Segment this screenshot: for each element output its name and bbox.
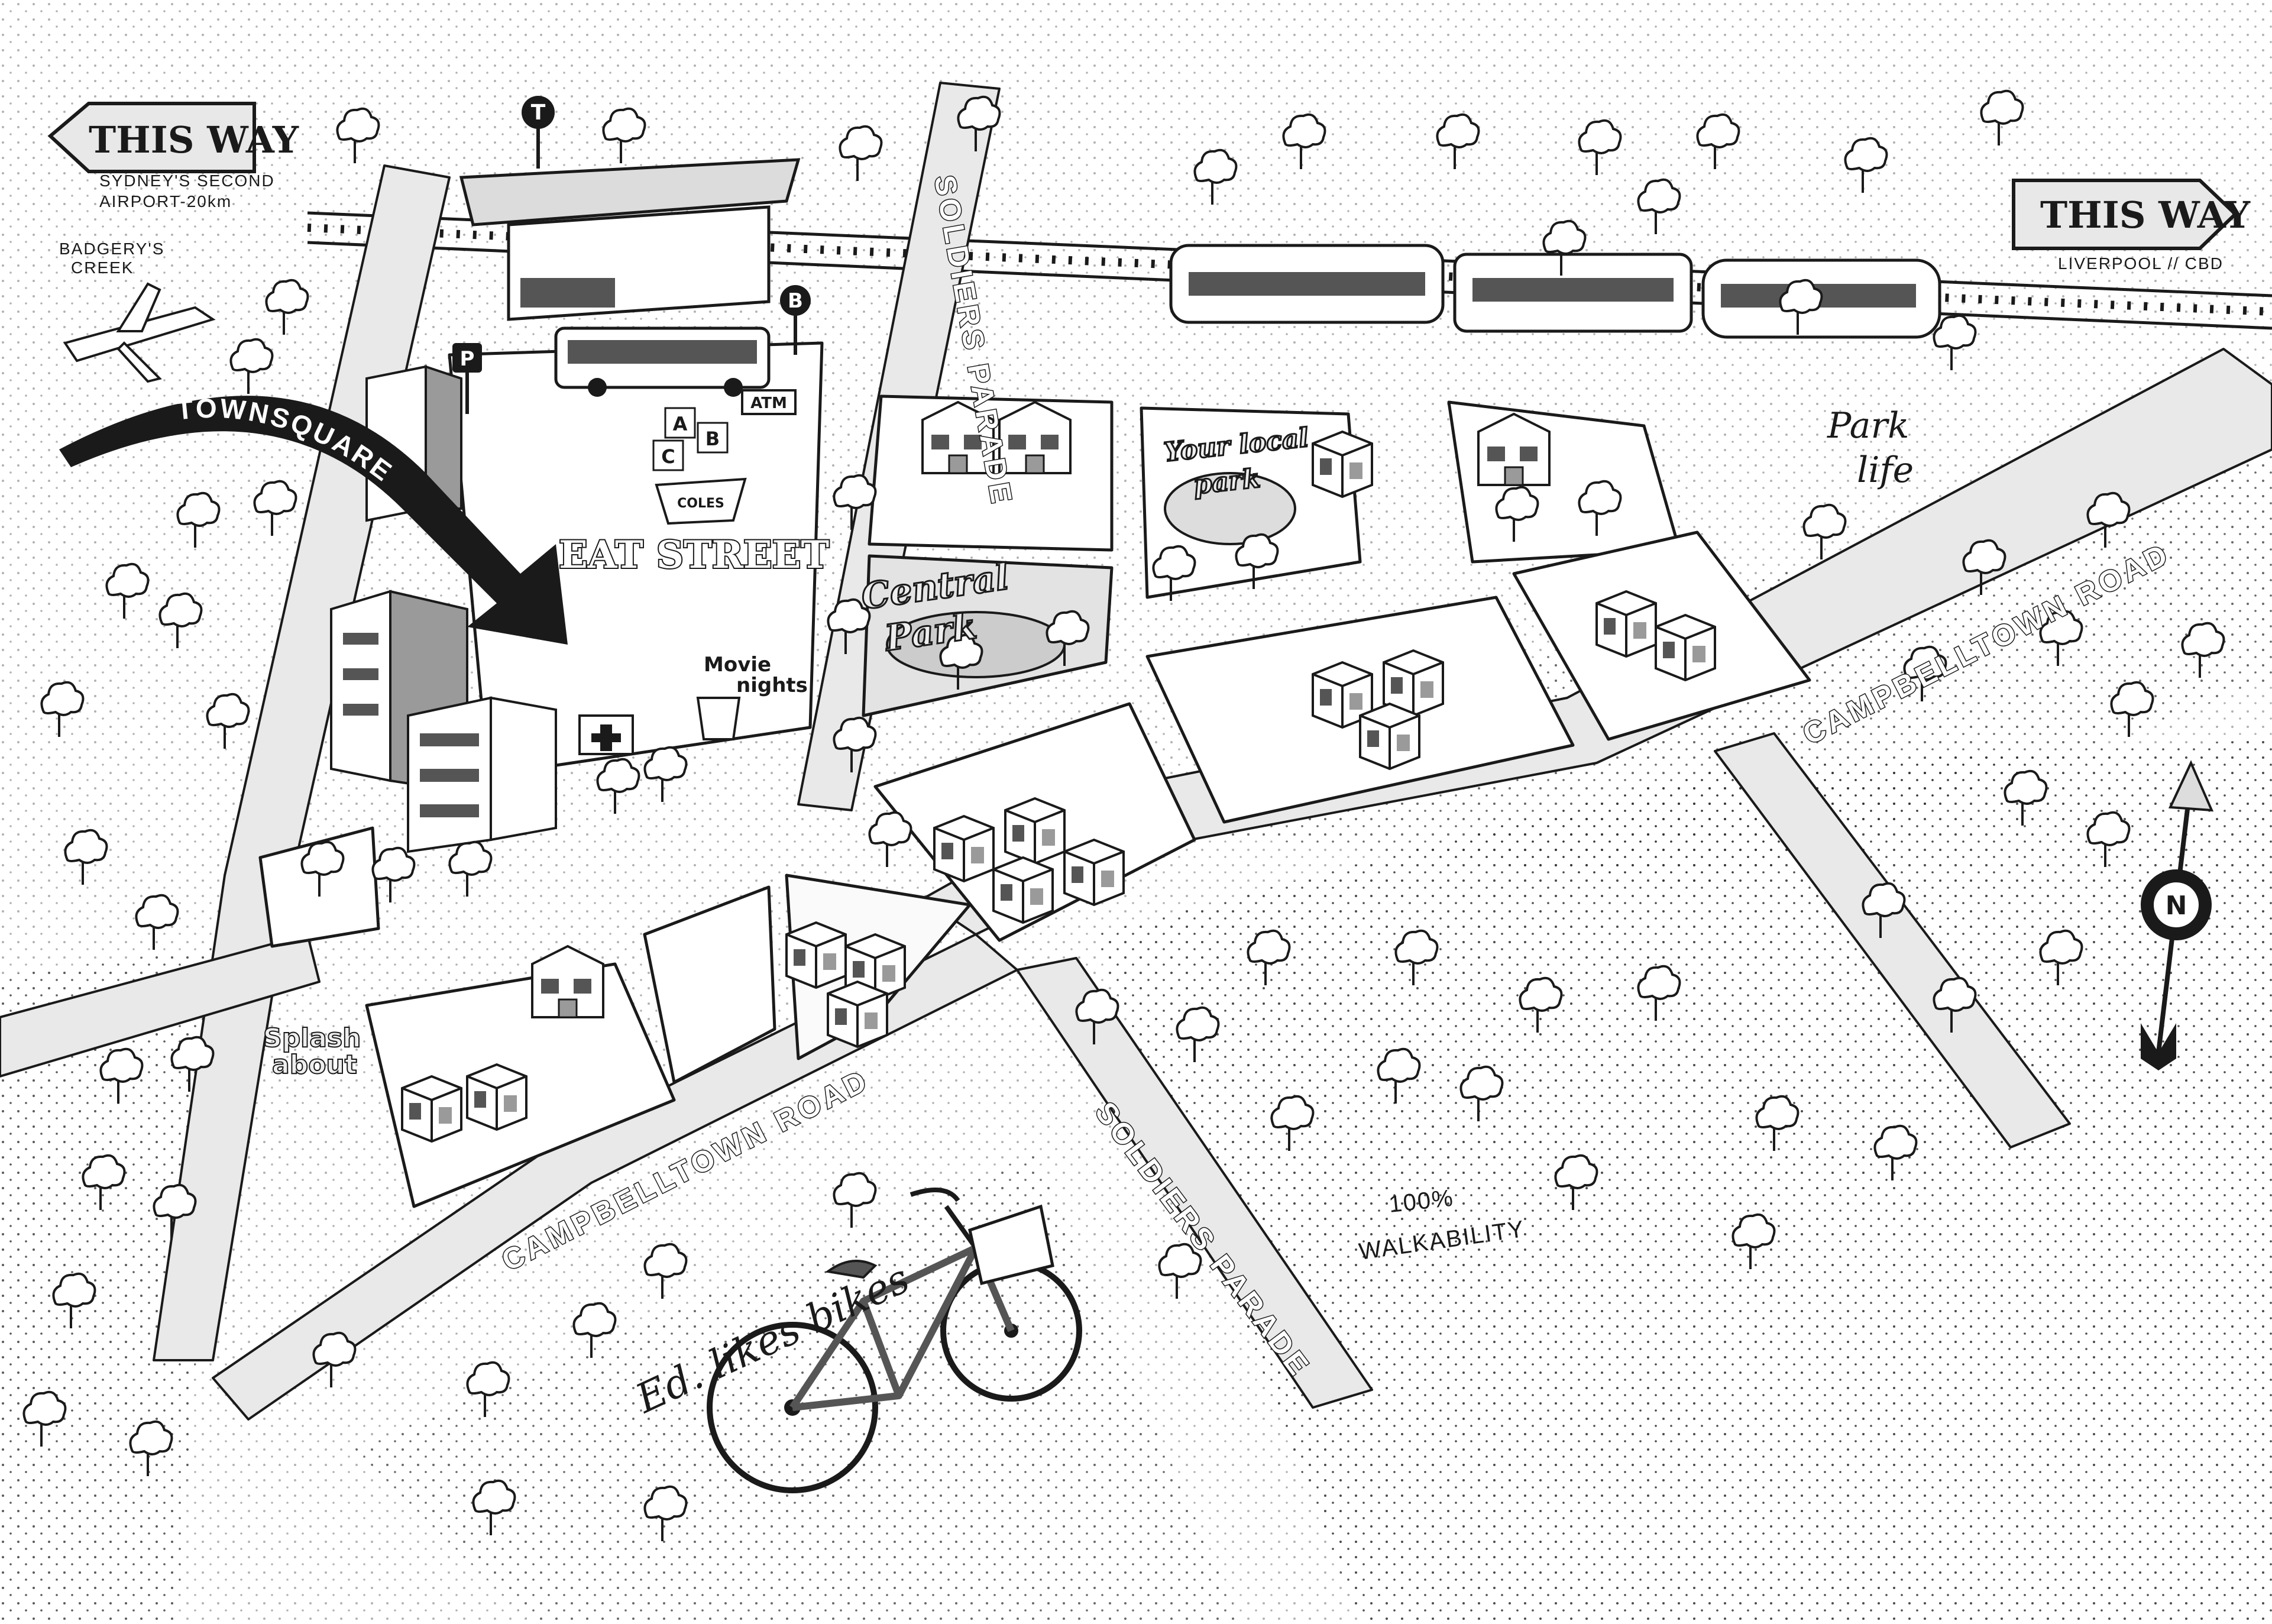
buildings xyxy=(330,365,1716,1143)
eat-street-label: EAT STREET xyxy=(559,533,829,577)
svg-text:C: C xyxy=(661,445,675,468)
terrace-unit xyxy=(1595,590,1657,658)
terrace-unit xyxy=(785,921,847,989)
train-station-icon[interactable]: T xyxy=(522,96,555,169)
svg-text:THIS WAY: THIS WAY xyxy=(2040,193,2251,237)
train-station xyxy=(459,158,801,321)
terrace-unit xyxy=(466,1063,527,1131)
western-crossroad xyxy=(0,933,321,1078)
svg-text:THIS WAY: THIS WAY xyxy=(89,118,299,161)
compass-n-label: N xyxy=(2166,891,2187,921)
terrace-unit xyxy=(1655,614,1716,681)
apartment-tower-east xyxy=(407,696,557,853)
bus-stop-icon[interactable]: B xyxy=(780,285,811,355)
sign-this-way-west: THIS WAY SYDNEY'S SECOND AIRPORT-20km BA… xyxy=(47,102,299,277)
terrace-unit xyxy=(1359,703,1420,770)
transit-markers: T B P xyxy=(452,96,811,414)
parking-icon[interactable]: P xyxy=(452,343,482,414)
sign-this-way-east: THIS WAY LIVERPOOL // CBD xyxy=(2012,179,2251,273)
coles-label: COLES xyxy=(677,496,724,511)
svg-text:life: life xyxy=(1857,449,1914,491)
svg-text:nights: nights xyxy=(736,674,808,697)
svg-text:about: about xyxy=(272,1050,357,1080)
svg-text:B: B xyxy=(705,428,720,450)
airplane-icon xyxy=(63,282,216,383)
bus xyxy=(554,326,771,397)
terrace-unit xyxy=(992,856,1054,924)
svg-text:A: A xyxy=(673,413,688,435)
terrace-unit xyxy=(933,815,995,882)
local-park-lawn xyxy=(1164,472,1296,545)
svg-text:B: B xyxy=(788,289,803,313)
svg-text:CREEK: CREEK xyxy=(71,258,134,277)
svg-text:SYDNEY'S SECOND: SYDNEY'S SECOND xyxy=(99,172,275,190)
terrace-unit xyxy=(401,1075,462,1143)
terrace-unit xyxy=(827,981,888,1048)
svg-text:T: T xyxy=(531,101,546,125)
movie-nights-label: Movie xyxy=(704,653,771,677)
park-life-label: Park xyxy=(1827,405,1909,447)
terrace-unit xyxy=(1312,431,1373,498)
svg-text:P: P xyxy=(460,347,475,371)
park-labels: Central Park Your local park Park life S… xyxy=(263,405,1914,1265)
townsquare-labels: EAT STREET ATM A B C COLES Movie nights xyxy=(558,389,830,755)
terrace-unit xyxy=(1063,839,1125,906)
south-block-1 xyxy=(643,885,776,1084)
svg-text:park: park xyxy=(1192,463,1262,500)
svg-text:LIVERPOOL // CBD: LIVERPOOL // CBD xyxy=(2058,254,2224,273)
splash-about-label: Splash xyxy=(263,1023,361,1053)
atm-label: ATM xyxy=(750,394,787,412)
train xyxy=(1169,244,1941,339)
terrace-unit xyxy=(1004,797,1066,865)
svg-text:BADGERY'S: BADGERY'S xyxy=(59,240,164,258)
diagonal-east-road xyxy=(1714,732,2071,1149)
svg-text:AIRPORT-20km: AIRPORT-20km xyxy=(99,192,232,211)
compass-rose: N xyxy=(2141,760,2214,1070)
soldiers-parade-south xyxy=(1016,957,1373,1409)
